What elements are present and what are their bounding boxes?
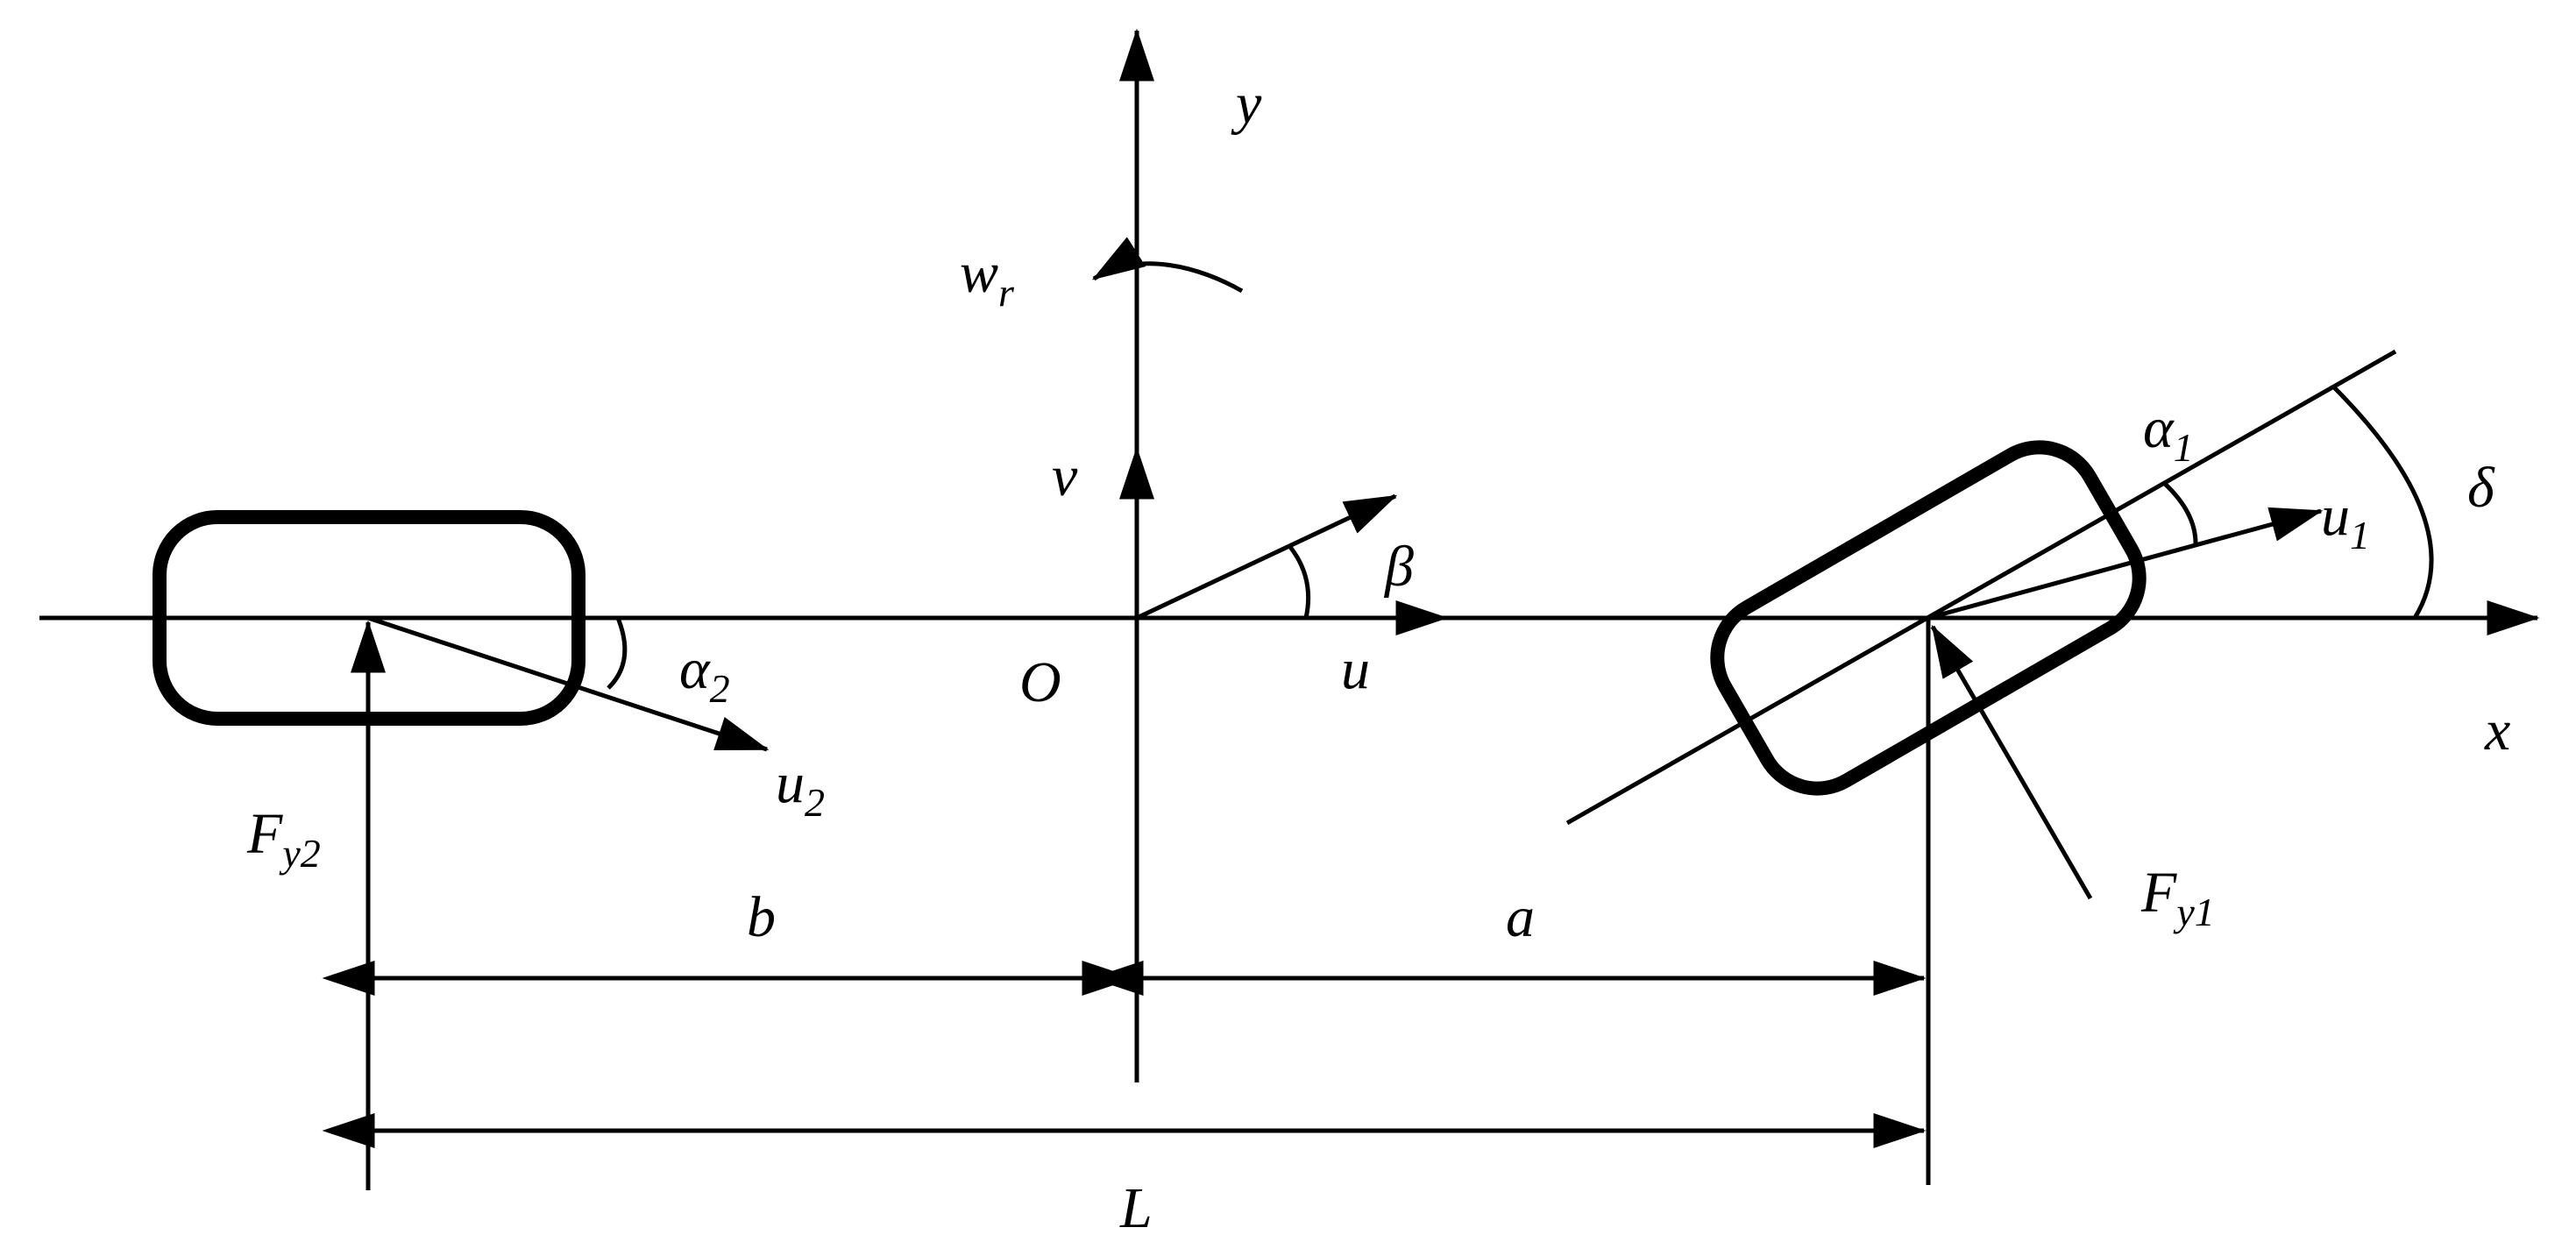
front-slip-angle-arc: [2163, 482, 2198, 544]
longitudinal-velocity-label: u: [1341, 637, 1370, 701]
front-force-arrow: [1930, 624, 2093, 900]
dimension-a-label: a: [1506, 885, 1535, 949]
lateral-velocity-label: v: [1052, 444, 1078, 508]
rear-force-label: Fy2: [246, 802, 321, 876]
sideslip-angle-label: β: [1383, 535, 1414, 599]
front-force-label: Fy1: [2140, 861, 2215, 934]
sideslip-angle-arc: [1288, 545, 1311, 619]
front-slip-angle-label: α1: [2143, 396, 2194, 470]
dimension-b-label: b: [747, 885, 776, 949]
velocity-arrow: [1135, 493, 1398, 621]
yaw-rate-arrow: [1091, 237, 1244, 294]
rear-slip-angle-arc: [607, 617, 628, 690]
origin-label: O: [1019, 650, 1061, 714]
x-axis-label: x: [2484, 699, 2510, 763]
steer-angle-label: δ: [2467, 456, 2495, 520]
dimension-L-label: L: [1119, 1176, 1153, 1240]
front-velocity-label: u1: [2321, 484, 2370, 557]
front-velocity-arrow: [1927, 507, 2324, 621]
rear-velocity-label: u2: [776, 751, 825, 825]
y-axis-label: y: [1231, 72, 1262, 136]
rear-velocity-arrow: [367, 615, 770, 752]
rear-slip-angle-label: α2: [679, 637, 730, 711]
steer-angle-arc: [2332, 386, 2434, 620]
front-wheel-heading-line: [1565, 349, 2397, 826]
yaw-rate-label: wr: [960, 241, 1015, 315]
